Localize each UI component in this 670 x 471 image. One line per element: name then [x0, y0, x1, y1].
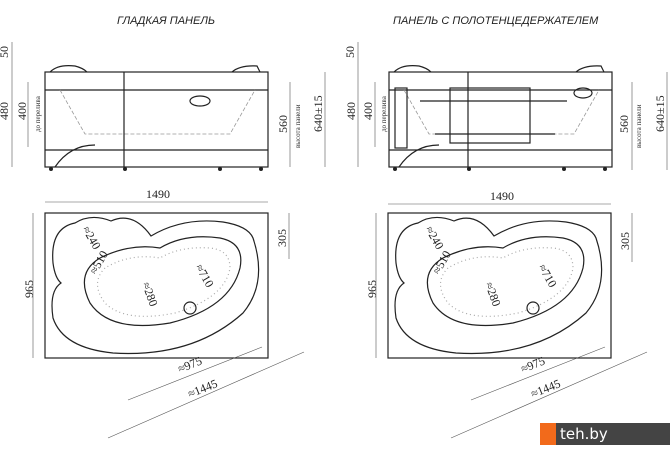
dim-length-2: 1490	[490, 189, 514, 203]
label-overflow-2: до перелива	[380, 95, 388, 132]
dim-inner-b: ≈280	[139, 280, 161, 308]
dim-480-2: 480	[344, 102, 358, 120]
dim-1445: ≈1445	[186, 376, 220, 400]
dim-side-2: 305	[618, 232, 632, 250]
dim-inner-a-2: ≈510	[429, 248, 453, 276]
plan-view-smooth: 1490 965 305 ≈240 ≈510 ≈280 ≈710 ≈975 ≈1…	[22, 187, 305, 439]
dim-560: 560	[276, 115, 290, 133]
watermark: teh.by	[540, 423, 670, 445]
dim-inner-c-2: ≈710	[535, 262, 559, 290]
dim-400-2: 400	[361, 102, 375, 120]
label-panel-height-2: высота панели	[635, 104, 643, 148]
dim-480: 480	[0, 102, 11, 120]
dim-seat: ≈240	[79, 224, 103, 252]
side-view-towel: 50 480 400 до перелива 560 высота панели…	[343, 42, 668, 172]
dim-width-2: 965	[365, 280, 379, 298]
dim-length: 1490	[146, 187, 170, 201]
dim-inner-c: ≈710	[192, 262, 216, 290]
dim-640: 640±15	[311, 95, 325, 132]
dim-side: 305	[275, 229, 289, 247]
label-panel-height: высота панели	[294, 104, 302, 148]
dim-640-2: 640±15	[653, 95, 667, 132]
dim-width: 965	[22, 280, 36, 298]
dim-1445-2: ≈1445	[529, 376, 563, 400]
plan-view-towel: 1490 965 305 ≈240 ≈510 ≈280 ≈710 ≈975 ≈1…	[365, 189, 648, 439]
watermark-text: teh.by	[556, 423, 670, 445]
watermark-logo-icon	[540, 423, 556, 445]
dim-seat-2: ≈240	[422, 224, 446, 252]
label-overflow: до перелива	[34, 95, 42, 132]
side-view-smooth: 50 480 400 до перелива 560 высота панели…	[0, 42, 326, 172]
dim-inner-b-2: ≈280	[482, 280, 504, 308]
dim-560-2: 560	[617, 115, 631, 133]
dim-rim-2: 50	[343, 46, 357, 58]
dim-rim: 50	[0, 46, 11, 58]
dim-inner-a: ≈510	[86, 248, 110, 276]
title-towel-panel: ПАНЕЛЬ С ПОЛОТЕНЦЕДЕРЖАТЕЛЕМ	[393, 15, 599, 27]
title-smooth-panel: ГЛАДКАЯ ПАНЕЛЬ	[117, 15, 215, 27]
dim-975: ≈975	[176, 354, 204, 376]
dim-975-2: ≈975	[519, 354, 547, 376]
dim-400: 400	[15, 102, 29, 120]
